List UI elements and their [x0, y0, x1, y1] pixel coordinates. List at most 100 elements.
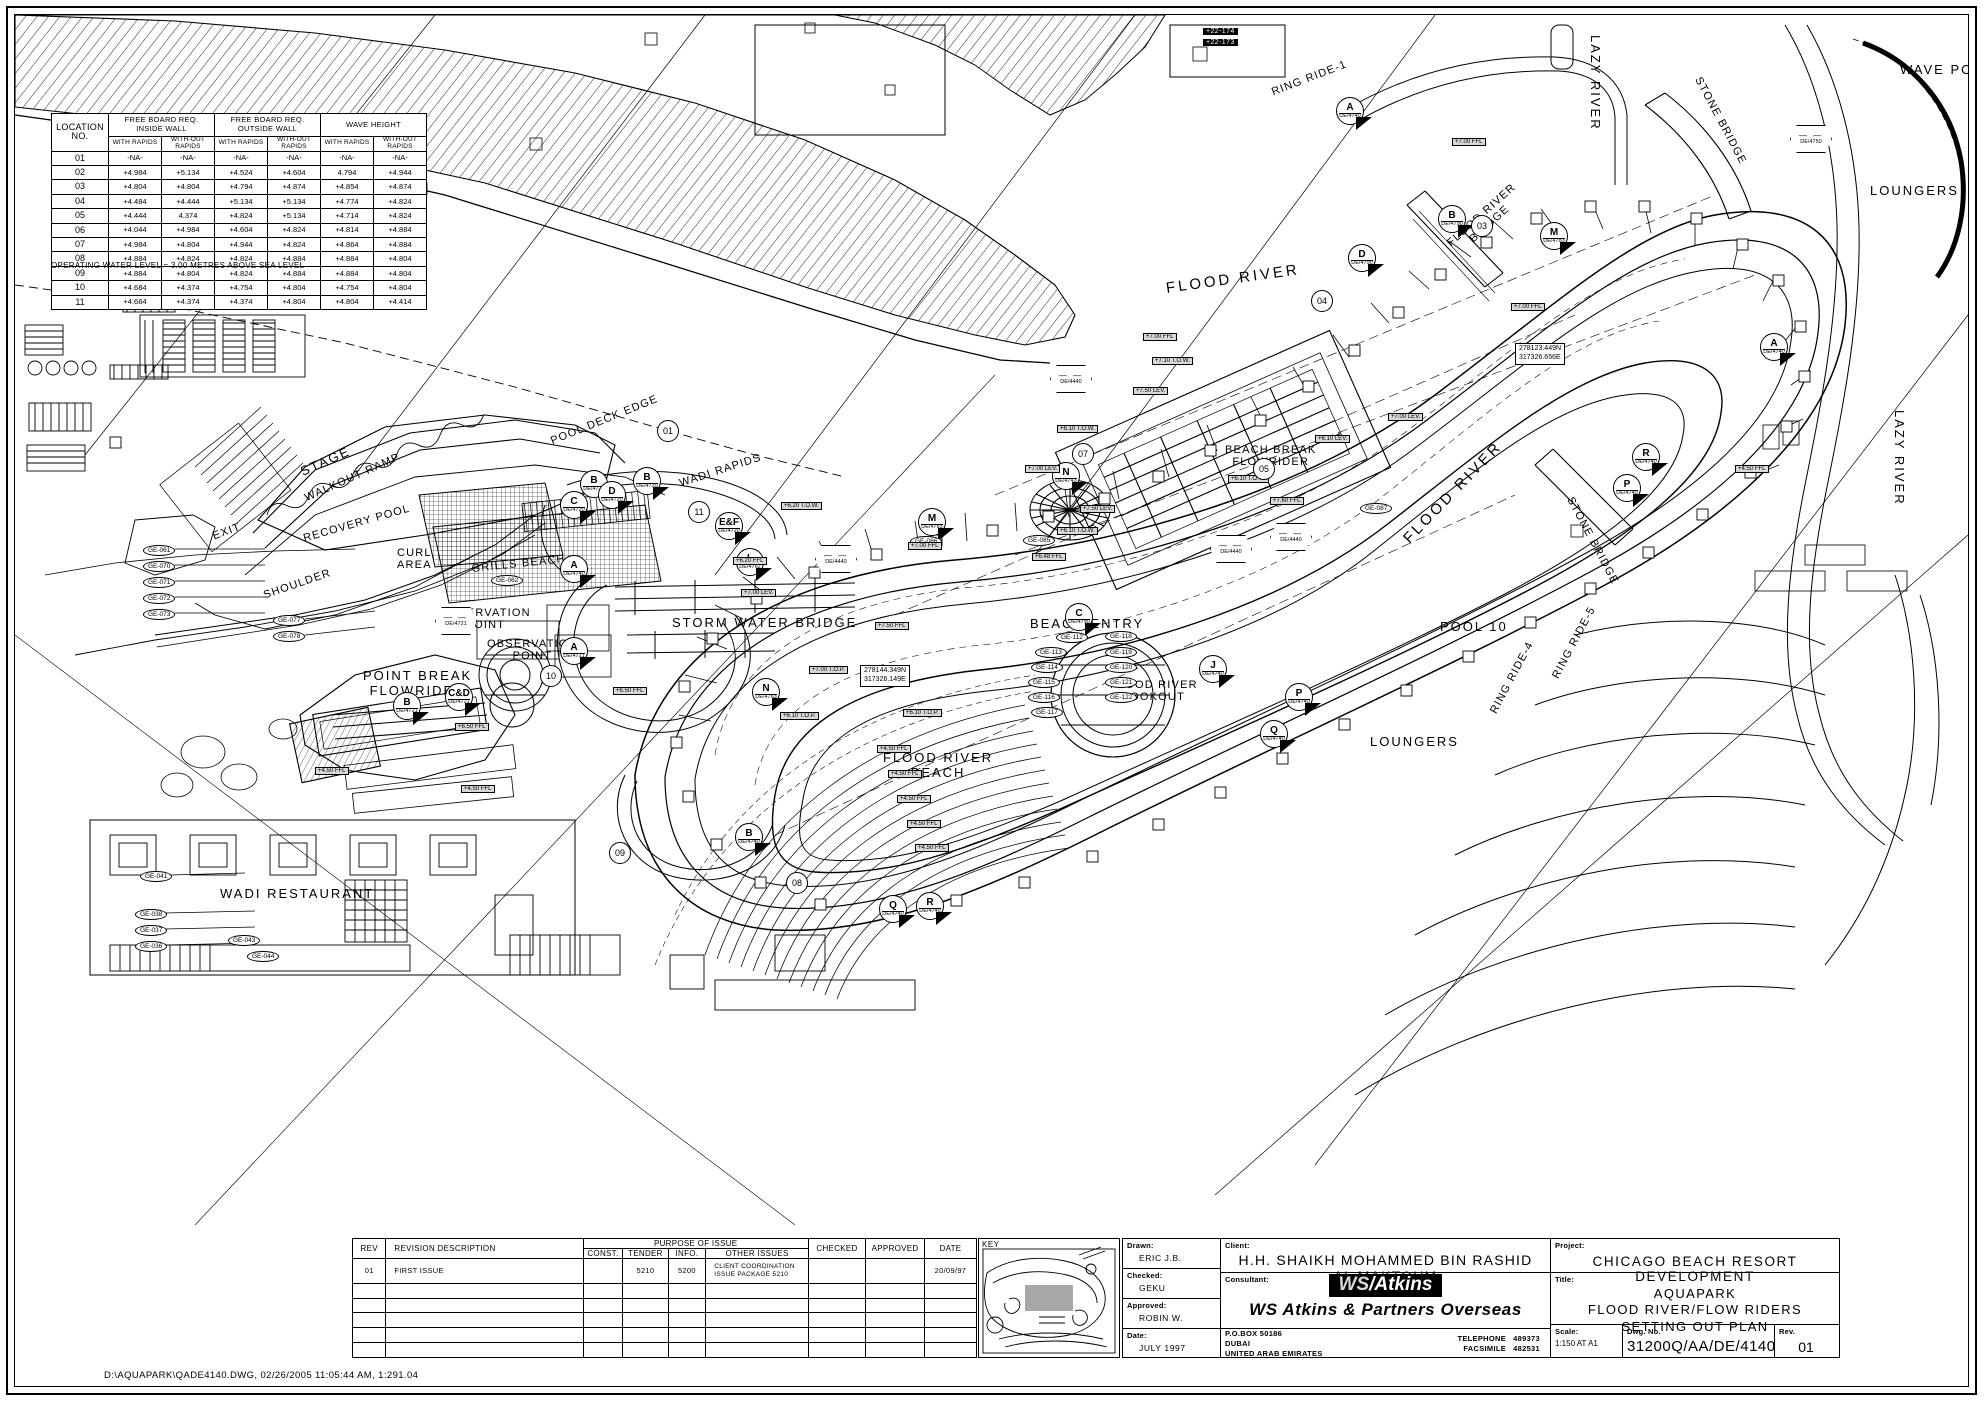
level-tag-lvl-6: +7.50 LEV. — [1080, 505, 1116, 513]
bubble-letter: C — [1075, 607, 1083, 619]
level-tag-lvl-32: +4.50 FFL — [315, 767, 349, 775]
bubble-sheet-ref: DE/4740 — [563, 570, 585, 577]
revision-cell-empty — [865, 1312, 925, 1329]
freeboard-subheader-0: WITH RAPIDS — [108, 136, 162, 152]
revision-cell-empty — [385, 1282, 584, 1299]
node-number-node-01: 01 — [657, 420, 679, 442]
freeboard-location: 10 — [51, 280, 109, 296]
hex-dash: — — — [443, 612, 469, 622]
freeboard-row: 01-NA--NA--NA--NA--NA--NA- — [51, 150, 427, 167]
freeboard-value: +4.884 — [373, 236, 427, 253]
hex-shape: — —DE/4750 — [1790, 125, 1832, 153]
bubble-sheet-ref: DE/4740 — [738, 838, 760, 845]
freeboard-value: +4.444 — [108, 208, 162, 224]
freeboard-value: +4.044 — [108, 222, 162, 238]
bubble-letter: A — [1770, 337, 1778, 349]
hex-sheet-ref: DE/4440 — [1220, 549, 1242, 556]
bubble-pointer — [735, 532, 751, 545]
section-tag-tag-ge-112: GE-112 — [1056, 632, 1088, 643]
telephone-key: TELEPHONE — [1457, 1333, 1507, 1343]
bubble-pointer — [465, 703, 481, 716]
freeboard-value: -NA- — [161, 150, 215, 167]
revision-cell-empty — [351, 1297, 387, 1314]
revision-cell-empty — [351, 1312, 387, 1329]
bubble-letter: J — [1210, 659, 1216, 671]
level-tag-lvl-11: +6.20 FFL — [733, 557, 767, 565]
freeboard-value: +4.804 — [320, 294, 374, 310]
bubble-pointer — [618, 501, 634, 514]
freeboard-value: -NA- — [108, 150, 162, 167]
section-tag-tag-ge-117: GE-117 — [1031, 707, 1063, 718]
revision-cell-empty — [351, 1327, 387, 1344]
revision-row-blank — [351, 1327, 978, 1344]
bubble-letter: D — [1358, 248, 1366, 260]
revision-cell-empty — [807, 1342, 867, 1358]
freeboard-col-location: LOCATION NO. — [51, 113, 109, 152]
freeboard-subheader-1: WITH-OUT RAPIDS — [161, 136, 215, 152]
drawing-meta-cell: Scale: 1:150 AT A1 Dwg. No. 31200Q/AA/DE… — [1551, 1325, 1839, 1357]
hex-sheet-ref: DE/4440 — [1280, 537, 1302, 544]
level-tag-lvl-26: +6.10 LEV. — [1315, 435, 1351, 443]
bubble-sheet-ref: DE/4740 — [1339, 112, 1361, 119]
approved-by-value: ROBIN W. — [1139, 1313, 1183, 1323]
level-tag-lvl-5: +7.00 LEV. — [1025, 465, 1061, 473]
plan-label-loungers-top: LOUNGERS — [1870, 183, 1959, 198]
section-tag-tag-gate-037: GE-037 — [135, 925, 168, 936]
revision-cell-empty — [865, 1327, 925, 1344]
bubble-pointer — [755, 843, 771, 856]
freeboard-value: +4.824 — [214, 208, 268, 224]
date-value: JULY 1997 — [1139, 1343, 1186, 1353]
freeboard-value: +4.804 — [161, 236, 215, 253]
bubble-pointer — [1085, 623, 1101, 636]
level-tag-lvl-12: +7.00 LEV. — [741, 589, 777, 597]
freeboard-location: 01 — [51, 150, 109, 167]
revision-cell-empty — [923, 1327, 978, 1344]
bubble-letter: A — [570, 559, 578, 571]
freeboard-group-wave-height: WAVE HEIGHT — [320, 113, 427, 137]
key-block-label: KEY — [982, 1240, 1000, 1249]
facsimile-key: FACSIMILE — [1463, 1344, 1507, 1353]
hex-marker-hex-de-4440-c: — —DE/4440 — [1210, 535, 1252, 563]
coordinate-northing: 278144.349N — [864, 667, 907, 674]
bubble-letter: N — [762, 682, 770, 694]
freeboard-row: 03+4.804+4.804+4.794+4.874+4.854+4.874 — [51, 179, 427, 195]
section-tag-tag-ge-114: GE-114 — [1031, 662, 1063, 673]
bubble-letter: B — [590, 474, 598, 486]
revision-cell-empty — [622, 1327, 669, 1344]
level-tag-lvl-14: +7.00 T.O.P. — [809, 666, 848, 674]
client-key: Client: — [1225, 1241, 1250, 1250]
freeboard-value: +4.604 — [267, 165, 321, 181]
node-number-node-04: 04 — [1311, 290, 1333, 312]
freeboard-subheader-2: WITH RAPIDS — [214, 136, 268, 152]
freeboard-value: -NA- — [320, 150, 374, 167]
bubble-pointer — [1219, 675, 1235, 688]
revision-row-blank — [351, 1342, 978, 1358]
plan-label-lazy-river-top: LAZY RIVER — [1588, 35, 1603, 131]
freeboard-value: +4.944 — [214, 236, 268, 253]
logo-slash: / — [1369, 1274, 1375, 1295]
scale-cell: Scale: 1:150 AT A1 — [1551, 1325, 1623, 1357]
section-tag-tag-gate-073: GE-073 — [143, 609, 176, 620]
project-key: Project: — [1555, 1241, 1585, 1250]
freeboard-subheader-4: WITH RAPIDS — [320, 136, 374, 152]
bubble-letter: Q — [889, 899, 897, 911]
revision-cell-empty — [351, 1342, 387, 1358]
section-tag-tag-ge-122: GE-122 — [1105, 692, 1138, 703]
freeboard-value: +4.804 — [267, 294, 321, 310]
freeboard-value: 4.794 — [320, 165, 374, 181]
revision-cell-checked — [807, 1258, 867, 1284]
title-block-people-column: Drawn: ERIC J.B. Checked: GEKU Approved:… — [1123, 1239, 1221, 1357]
freeboard-value: -NA- — [267, 150, 321, 167]
freeboard-subheader-5: WITH-OUT RAPIDS — [373, 136, 427, 152]
revision-col-tender: TENDER — [622, 1248, 669, 1259]
revision-cell-empty — [385, 1327, 584, 1344]
level-tag-lvl-16: +6.10 T.O.P. — [780, 712, 819, 720]
